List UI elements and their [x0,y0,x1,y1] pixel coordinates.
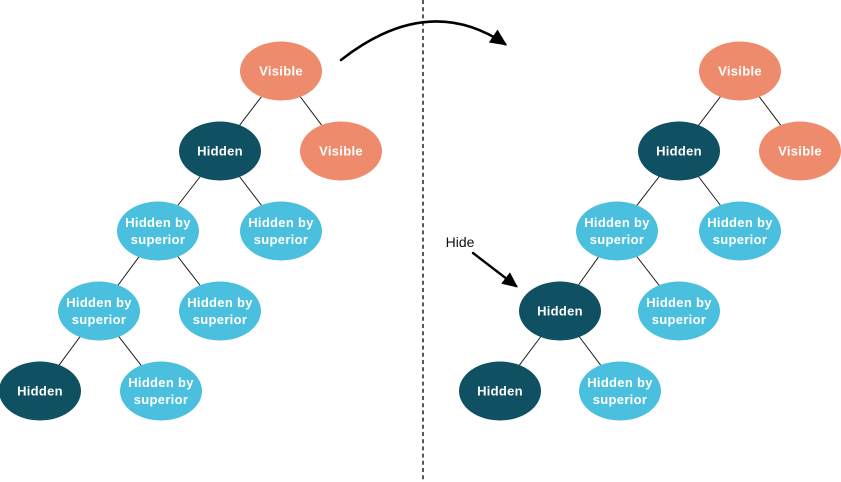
tree-node-label: Hidden [17,384,63,399]
tree-node-visible [240,41,322,101]
tree-node-hidden [519,281,601,341]
tree-node-visible [699,41,781,101]
tree-node-hidden-by-superior [240,201,322,261]
tree-node-label: Hidden [477,384,523,399]
tree-node-label: Hidden [197,144,243,159]
tree-node-label: Visible [718,64,762,79]
tree-node-hidden-by-superior [579,361,661,421]
tree-node-hidden-by-superior [699,201,781,261]
hide-label: Hide [446,234,475,250]
tree-node-label: Visible [259,64,303,79]
transform-arrow [339,20,508,62]
tree-node-label: Visible [778,144,822,159]
tree-node-hidden [0,361,81,421]
tree-node-label: Hidden [656,144,702,159]
hide-arrow [471,251,518,288]
tree-node-hidden-by-superior [576,201,658,261]
tree-node-hidden-by-superior [120,361,202,421]
tree-node-label: Hidden [537,304,583,319]
tree-node-hidden-by-superior [179,281,261,341]
tree-node-hidden-by-superior [117,201,199,261]
tree-node-hidden [179,121,261,181]
tree-node-visible [300,121,382,181]
tree-node-visible [759,121,841,181]
tree-node-hidden [459,361,541,421]
tree-node-hidden-by-superior [58,281,140,341]
tree-node-hidden [638,121,720,181]
tree-node-label: Visible [319,144,363,159]
tree-node-hidden-by-superior [638,281,720,341]
